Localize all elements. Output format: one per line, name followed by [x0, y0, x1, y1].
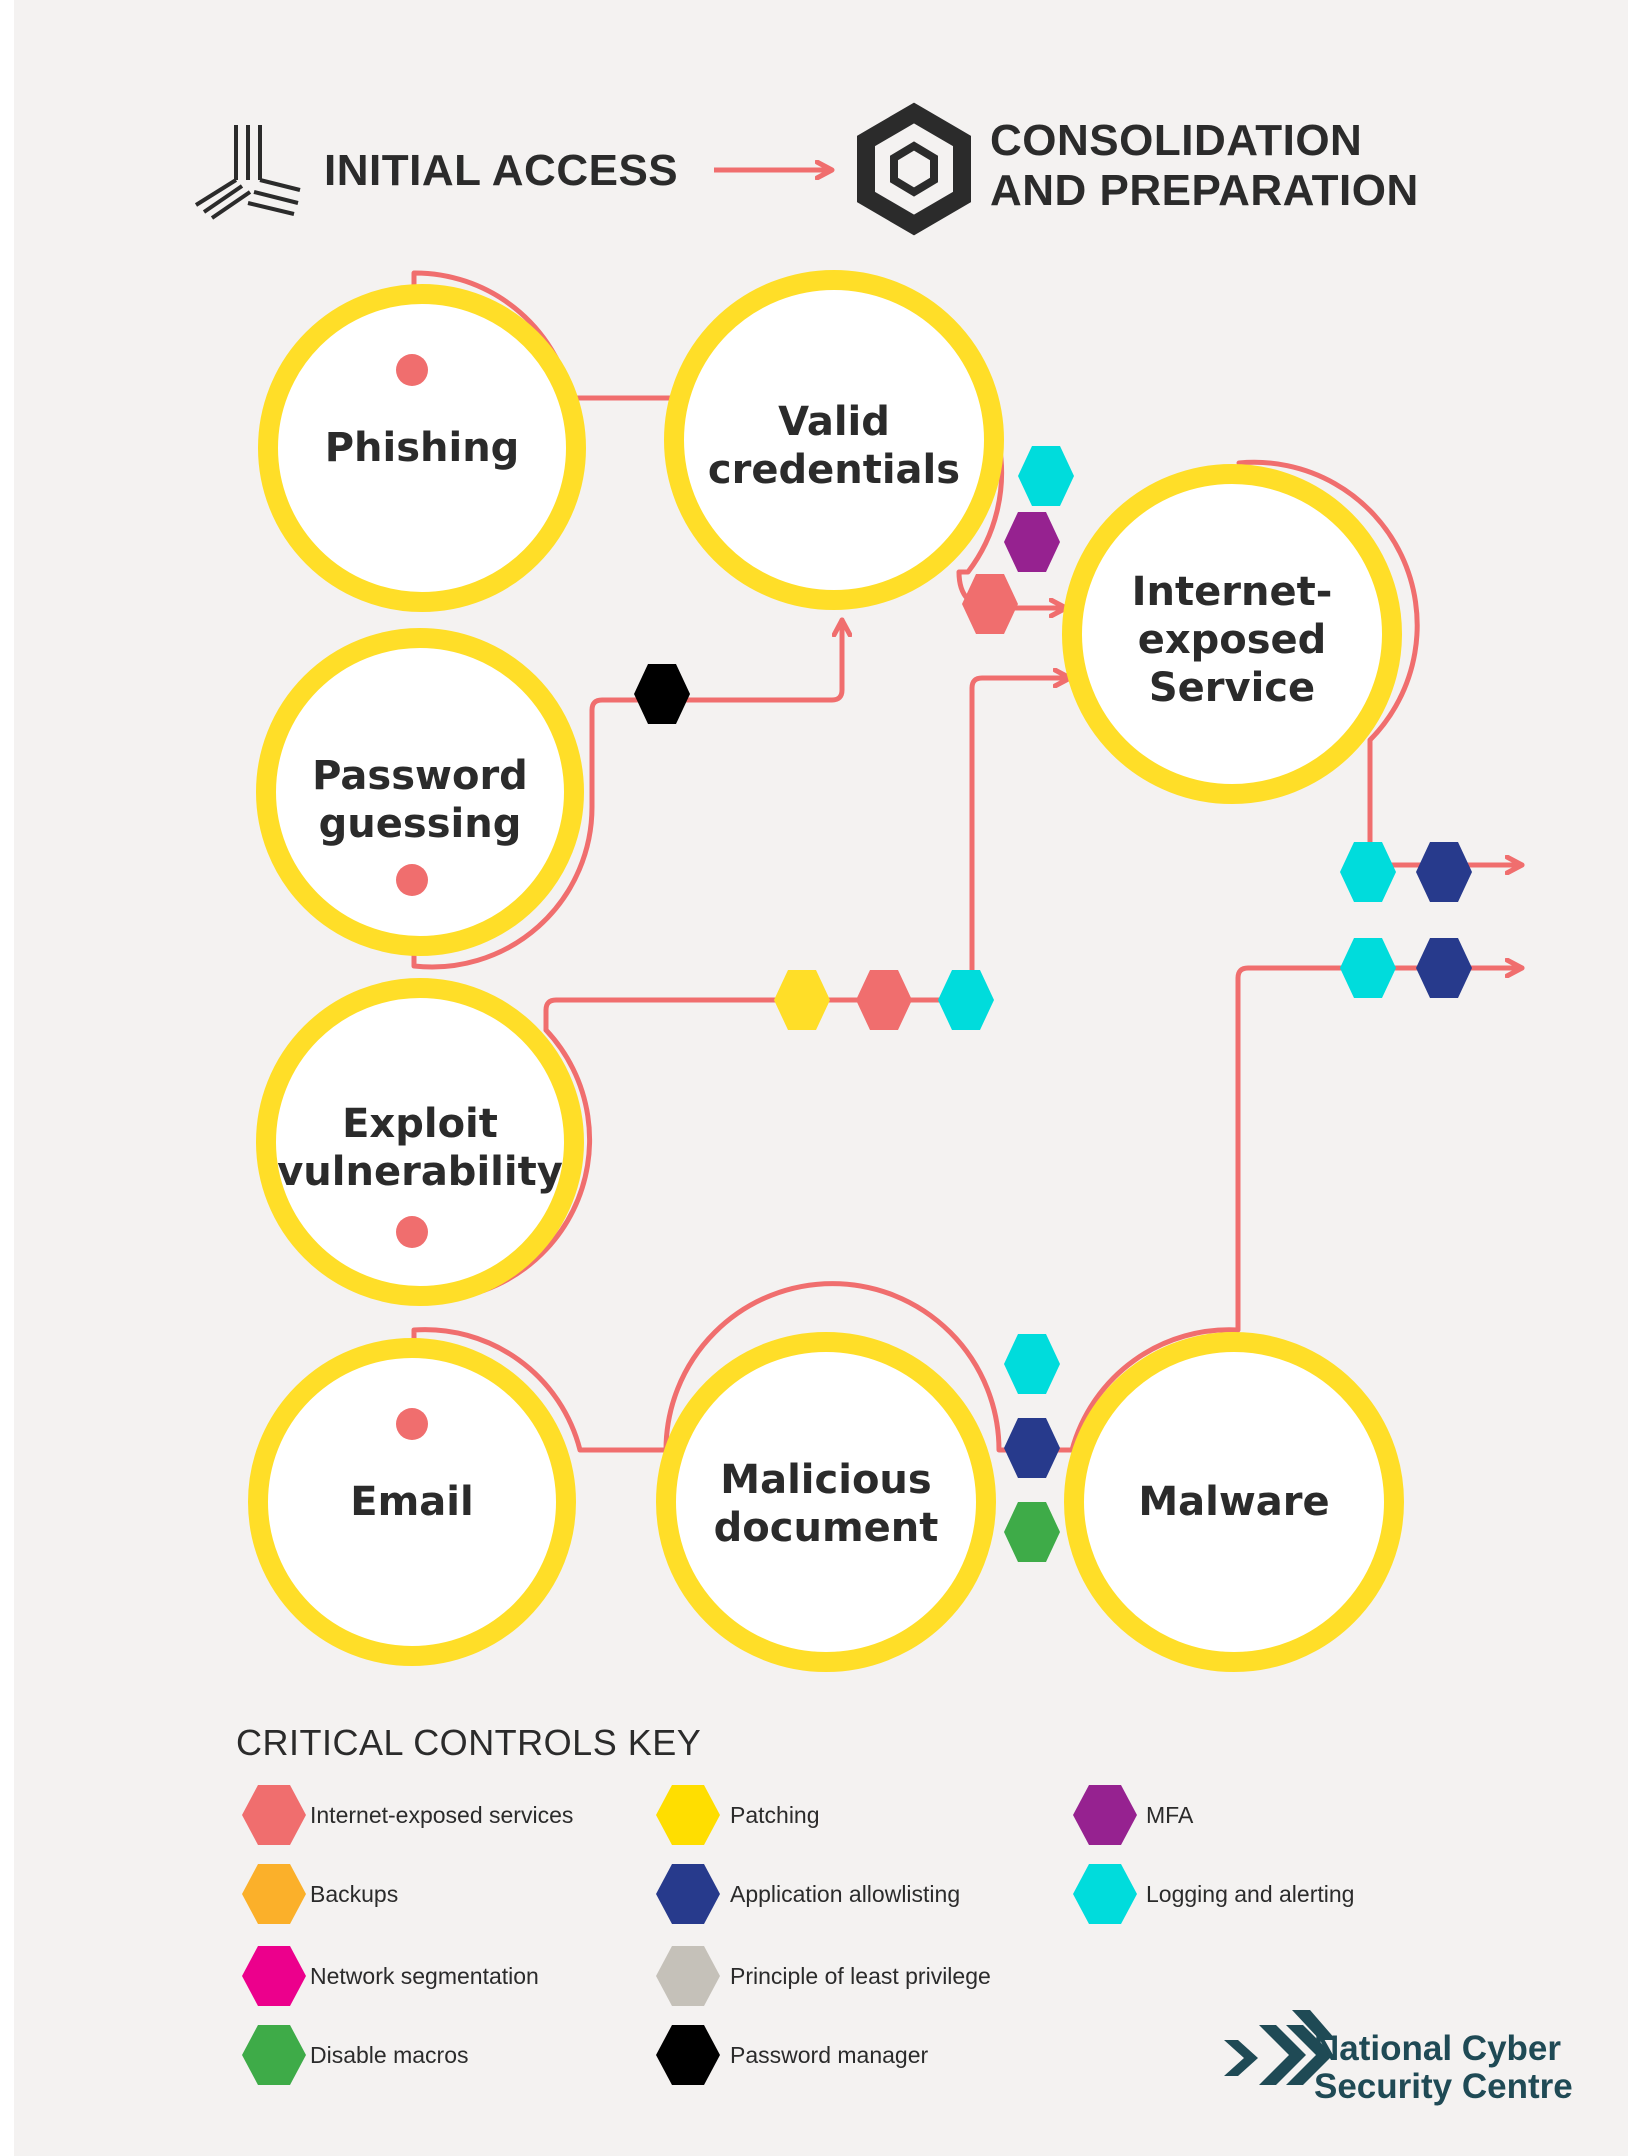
key-hex-6: [1073, 1864, 1137, 1924]
initial-access-label: INITIAL ACCESS: [324, 146, 679, 195]
pin-dots: [396, 354, 428, 1440]
key-label-disable-macros: Disable macros: [310, 2042, 469, 2068]
consolidation-label-line2: AND PREPARATION: [990, 166, 1419, 215]
hex-logging-alerting: [1340, 938, 1396, 998]
key-hexagons: [242, 1785, 1137, 2085]
ncsc-logo-mark: [1224, 2010, 1336, 2085]
node-internet-service-line2: exposed: [1137, 617, 1327, 663]
key-hex-5: [656, 1864, 720, 1924]
hex-password-manager: [634, 664, 690, 724]
hex-internet-exposed-services: [856, 970, 912, 1030]
key-hex-10: [656, 2025, 720, 2085]
logo-line2: Security Centre: [1314, 2067, 1573, 2106]
hex-internet-exposed-services: [962, 574, 1018, 634]
attack-paths: [411, 270, 1525, 1453]
path-password-guessing-valid-credentials: [411, 617, 842, 970]
node-circles: [248, 270, 1404, 1672]
hex-logging-alerting: [1018, 446, 1074, 506]
circle-valid-credentials: [664, 270, 1004, 610]
circle-email: [248, 1338, 576, 1666]
hex-logging-alerting: [938, 970, 994, 1030]
consolidation-icon: [857, 102, 971, 236]
control-hexagons: [634, 446, 1472, 1562]
node-malicious-document-line2: document: [713, 1505, 939, 1551]
key-label-mfa: MFA: [1146, 1802, 1194, 1828]
node-exploit-vulnerability: Exploit vulnerability: [270, 1100, 570, 1196]
circle-exploit-vulnerability: [256, 978, 584, 1306]
node-internet-exposed-service: Internet- exposed Service: [1082, 568, 1382, 712]
circle-malware: [1064, 1332, 1404, 1672]
node-malware: Malware: [1084, 1478, 1384, 1526]
node-internet-service-line1: Internet-: [1131, 569, 1333, 615]
node-malware-line1: Malware: [1138, 1479, 1330, 1525]
node-valid-credentials-line2: credentials: [707, 447, 961, 493]
hex-mfa: [1004, 512, 1060, 572]
key-hex-8: [656, 1946, 720, 2006]
attack-path-diagram: [194, 102, 1525, 2085]
node-password-guessing-line1: Password: [312, 753, 528, 799]
hex-logging-alerting: [1340, 842, 1396, 902]
node-email-line1: Email: [350, 1479, 474, 1525]
initial-access-icon: [194, 125, 301, 220]
key-label-network-segmentation: Network segmentation: [310, 1963, 539, 1989]
key-hex-7: [242, 1946, 306, 2006]
hex-disable-macros: [1004, 1502, 1060, 1562]
consolidation-label-line1: CONSOLIDATION: [990, 116, 1363, 165]
logo-line1: National Cyber: [1314, 2029, 1561, 2068]
hex-application-allowlisting: [1004, 1418, 1060, 1478]
circle-password-guessing: [256, 628, 584, 956]
key-label-least-privilege: Principle of least privilege: [730, 1963, 991, 1989]
node-internet-service-line3: Service: [1148, 665, 1316, 711]
logo-text: National Cyber Security Centre: [1314, 2030, 1573, 2106]
key-label-patching: Patching: [730, 1802, 820, 1828]
key-label-internet-exposed-services: Internet-exposed services: [310, 1802, 574, 1828]
key-title: CRITICAL CONTROLS KEY: [236, 1722, 702, 1763]
circle-malicious-document: [656, 1332, 996, 1672]
circle-internet-service: [1062, 464, 1402, 804]
hex-application-allowlisting: [1416, 842, 1472, 902]
node-phishing-line1: Phishing: [324, 425, 520, 471]
path-internet-service-out: [1236, 459, 1525, 865]
node-password-guessing-line2: guessing: [318, 801, 522, 847]
hex-patching: [774, 970, 830, 1030]
node-exploit-line1: Exploit: [342, 1101, 498, 1147]
key-label-password-manager: Password manager: [730, 2042, 929, 2068]
path-email-malware-out: [411, 968, 1525, 1453]
key-label-application-allowlisting: Application allowlisting: [730, 1881, 961, 1907]
node-exploit-line2: vulnerability: [277, 1149, 563, 1195]
key-label-backups: Backups: [310, 1881, 399, 1907]
hex-logging-alerting: [1004, 1334, 1060, 1394]
key-hex-2: [656, 1785, 720, 1845]
key-hex-4: [242, 1864, 306, 1924]
node-malicious-document-line1: Malicious: [720, 1457, 932, 1503]
circle-phishing: [258, 284, 586, 612]
key-label-logging-alerting: Logging and alerting: [1146, 1881, 1355, 1907]
node-valid-credentials-line1: Valid: [778, 399, 890, 445]
node-password-guessing: Password guessing: [270, 752, 570, 848]
node-phishing: Phishing: [272, 424, 572, 472]
hex-application-allowlisting: [1416, 938, 1472, 998]
key-hex-3: [1073, 1785, 1137, 1845]
infographic-panel: INITIAL ACCESS CONSOLIDATION AND PREPARA…: [14, 0, 1628, 2156]
node-malicious-document: Malicious document: [676, 1456, 976, 1552]
key-hex-1: [242, 1785, 306, 1845]
key-hex-9: [242, 2025, 306, 2085]
node-valid-credentials: Valid credentials: [684, 398, 984, 494]
node-email: Email: [262, 1478, 562, 1526]
